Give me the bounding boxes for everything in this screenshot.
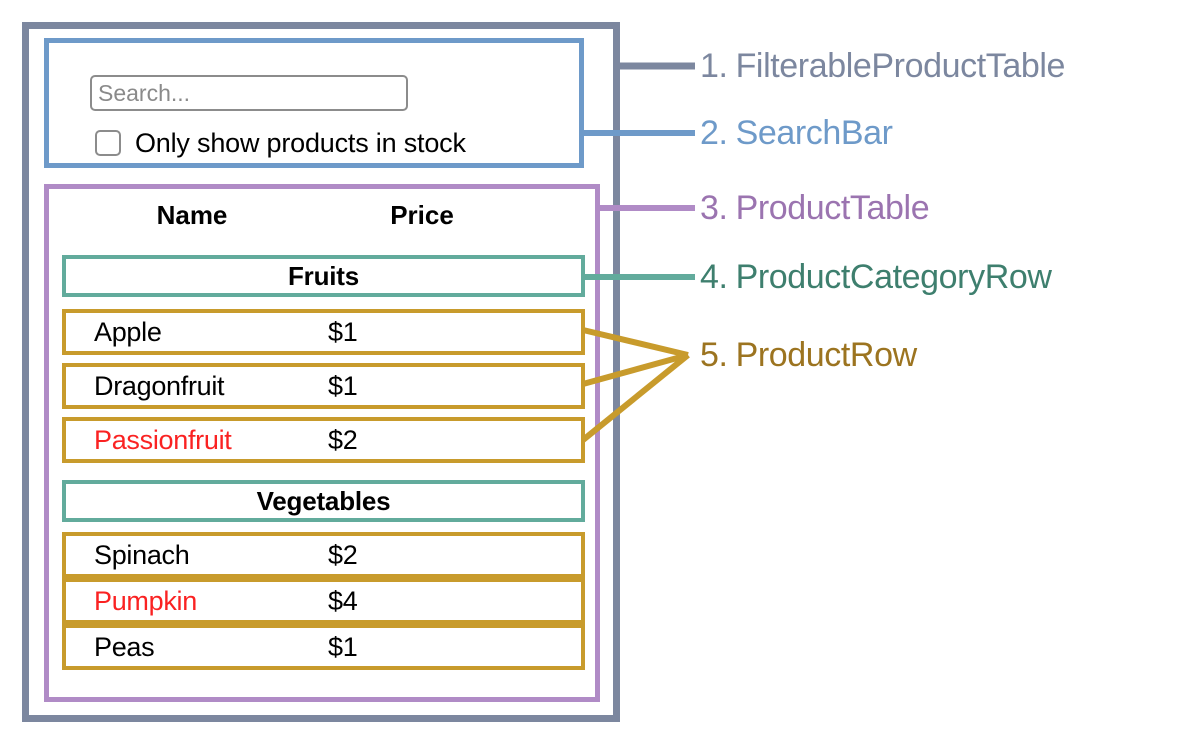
annotation-number: 4. [700,258,728,296]
product-price: $4 [328,585,358,616]
product-name: Peas [94,631,155,662]
annotation-label: ProductRow [735,336,918,374]
product-name: Pumpkin [94,585,197,616]
product-name: Apple [94,316,162,347]
annotation-search-bar: 2.SearchBar [700,114,893,153]
annotation-number: 5. [700,336,728,374]
product-table-header: Name Price [62,196,585,240]
annotation-product-category-row: 4.ProductCategoryRow [700,258,1052,297]
annotation-product-table: 3.ProductTable [700,189,930,228]
product-row: Spinach $2 [62,532,585,578]
annotation-filterable-product-table: 1.FilterableProductTable [700,47,1065,86]
product-category-label: Fruits [287,260,360,291]
product-price: $1 [328,631,358,662]
product-name: Spinach [94,539,190,570]
product-category-label: Vegetables [256,485,391,516]
product-price: $2 [328,424,358,455]
annotation-label: FilterableProductTable [735,47,1066,85]
product-category-row: Fruits [62,255,585,297]
product-row: Apple $1 [62,309,585,355]
search-input[interactable] [90,75,408,111]
in-stock-checkbox[interactable] [95,130,121,156]
annotation-label: ProductCategoryRow [735,258,1052,296]
search-bar-frame [44,38,584,168]
annotation-label: ProductTable [735,189,930,227]
product-name: Dragonfruit [94,370,225,401]
annotation-product-row: 5.ProductRow [700,336,917,375]
in-stock-checkbox-label: Only show products in stock [135,127,466,158]
product-row: Dragonfruit $1 [62,363,585,409]
annotation-number: 2. [700,114,728,152]
product-row: Pumpkin $4 [62,578,585,624]
annotation-number: 1. [700,47,728,85]
annotation-label: SearchBar [735,114,893,152]
product-price: $1 [328,316,358,347]
product-name: Passionfruit [94,424,232,455]
product-row: Passionfruit $2 [62,417,585,463]
product-row: Peas $1 [62,624,585,670]
product-price: $2 [328,539,358,570]
product-price: $1 [328,370,358,401]
annotation-number: 3. [700,189,728,227]
in-stock-filter-row[interactable]: Only show products in stock [95,126,466,160]
column-header-price: Price [390,200,454,230]
column-header-name: Name [156,200,228,230]
product-table-frame [44,184,600,702]
product-category-row: Vegetables [62,480,585,522]
